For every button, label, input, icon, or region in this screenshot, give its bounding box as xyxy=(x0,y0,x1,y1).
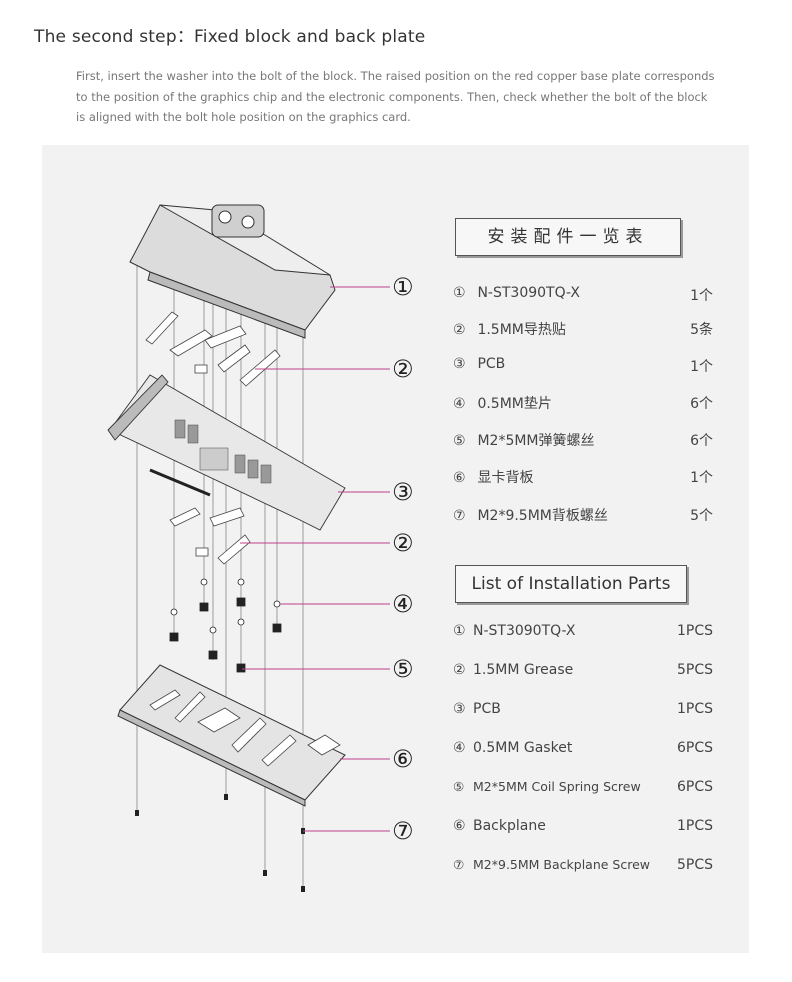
parts-list-en-heading: List of Installation Parts xyxy=(455,565,687,603)
callout-4: ④ xyxy=(392,590,414,618)
callout-1: ① xyxy=(392,273,414,301)
callout-5: ⑤ xyxy=(392,655,414,683)
callout-2-lower: ② xyxy=(392,529,414,557)
callout-2-upper: ② xyxy=(392,355,414,383)
callout-7: ⑦ xyxy=(392,817,414,845)
callout-3: ③ xyxy=(392,478,414,506)
pcb xyxy=(107,374,346,531)
parts-list-cn-heading: 安装配件一览表 xyxy=(455,218,681,256)
callout-lines xyxy=(240,286,390,832)
thermal-pads-lower xyxy=(169,507,251,565)
backplate-screws xyxy=(135,794,305,892)
thermal-pads-upper xyxy=(145,311,281,387)
callout-6: ⑥ xyxy=(392,745,414,773)
intro-paragraph: First, insert the washer into the bolt o… xyxy=(76,69,715,124)
exploded-assembly-diagram: ① ② ③ ② ④ ⑤ ⑥ ⑦ xyxy=(107,204,414,892)
washers-and-screws xyxy=(169,578,282,673)
backplate xyxy=(117,664,346,807)
water-block xyxy=(129,204,336,339)
page-title: The second step：Fixed block and back pla… xyxy=(34,27,426,47)
